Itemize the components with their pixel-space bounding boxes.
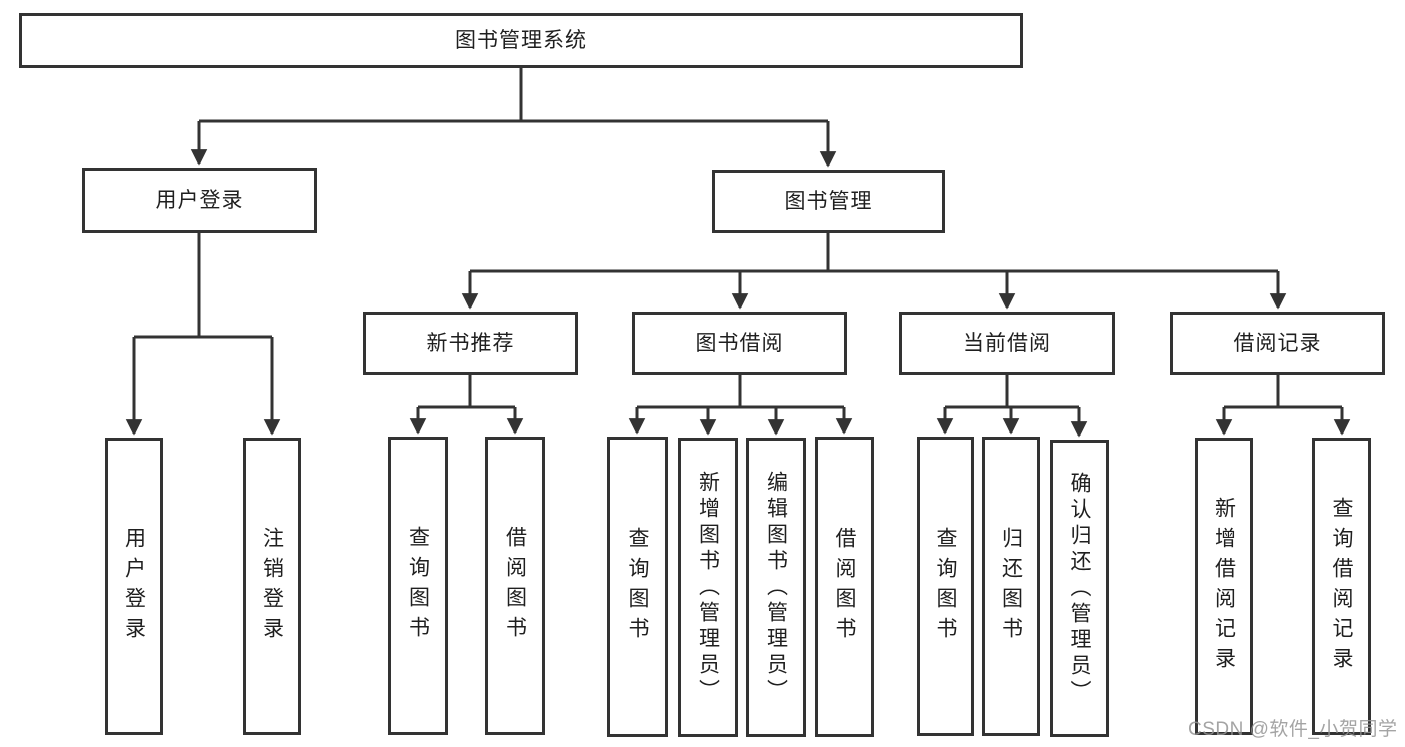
connector-borrow-records (1224, 375, 1342, 409)
leaf-borrow-books-recommend: 借阅图书 (485, 437, 545, 735)
node-new-book-recommend: 新书推荐 (363, 312, 578, 375)
leaf-query-books-borrow: 查询图书 (607, 437, 668, 737)
leaf-borrow-books: 借阅图书 (815, 437, 874, 737)
csdn-watermark: CSDN @软件_小贺同学 (1188, 719, 1398, 740)
leaf-user-login: 用户登录 (105, 438, 163, 735)
leaf-logout: 注销登录 (243, 438, 301, 735)
connector-book-borrow (637, 375, 844, 409)
leaf-add-borrow-record: 新增借阅记录 (1195, 438, 1253, 735)
connector-current-borrow (945, 375, 1079, 409)
connector-root (199, 68, 828, 123)
leaf-add-books-admin: 新增图书（管理员） (678, 438, 738, 737)
node-current-borrowing: 当前借阅 (899, 312, 1115, 375)
node-user-login: 用户登录 (82, 168, 317, 233)
leaf-confirm-return-admin: 确认归还（管理员） (1050, 440, 1109, 737)
node-root-system: 图书管理系统 (19, 13, 1023, 68)
leaf-query-books-current: 查询图书 (917, 437, 974, 736)
connector-user-login (134, 233, 272, 339)
node-borrow-records: 借阅记录 (1170, 312, 1385, 375)
leaf-query-books-recommend: 查询图书 (388, 437, 448, 735)
node-book-borrowing: 图书借阅 (632, 312, 847, 375)
leaf-return-books: 归还图书 (982, 437, 1040, 736)
connector-new-rec (418, 375, 515, 409)
leaf-edit-books-admin: 编辑图书（管理员） (746, 438, 806, 737)
leaf-query-borrow-record: 查询借阅记录 (1312, 438, 1371, 735)
node-book-management: 图书管理 (712, 170, 945, 233)
connector-book-mgmt (470, 233, 1278, 273)
